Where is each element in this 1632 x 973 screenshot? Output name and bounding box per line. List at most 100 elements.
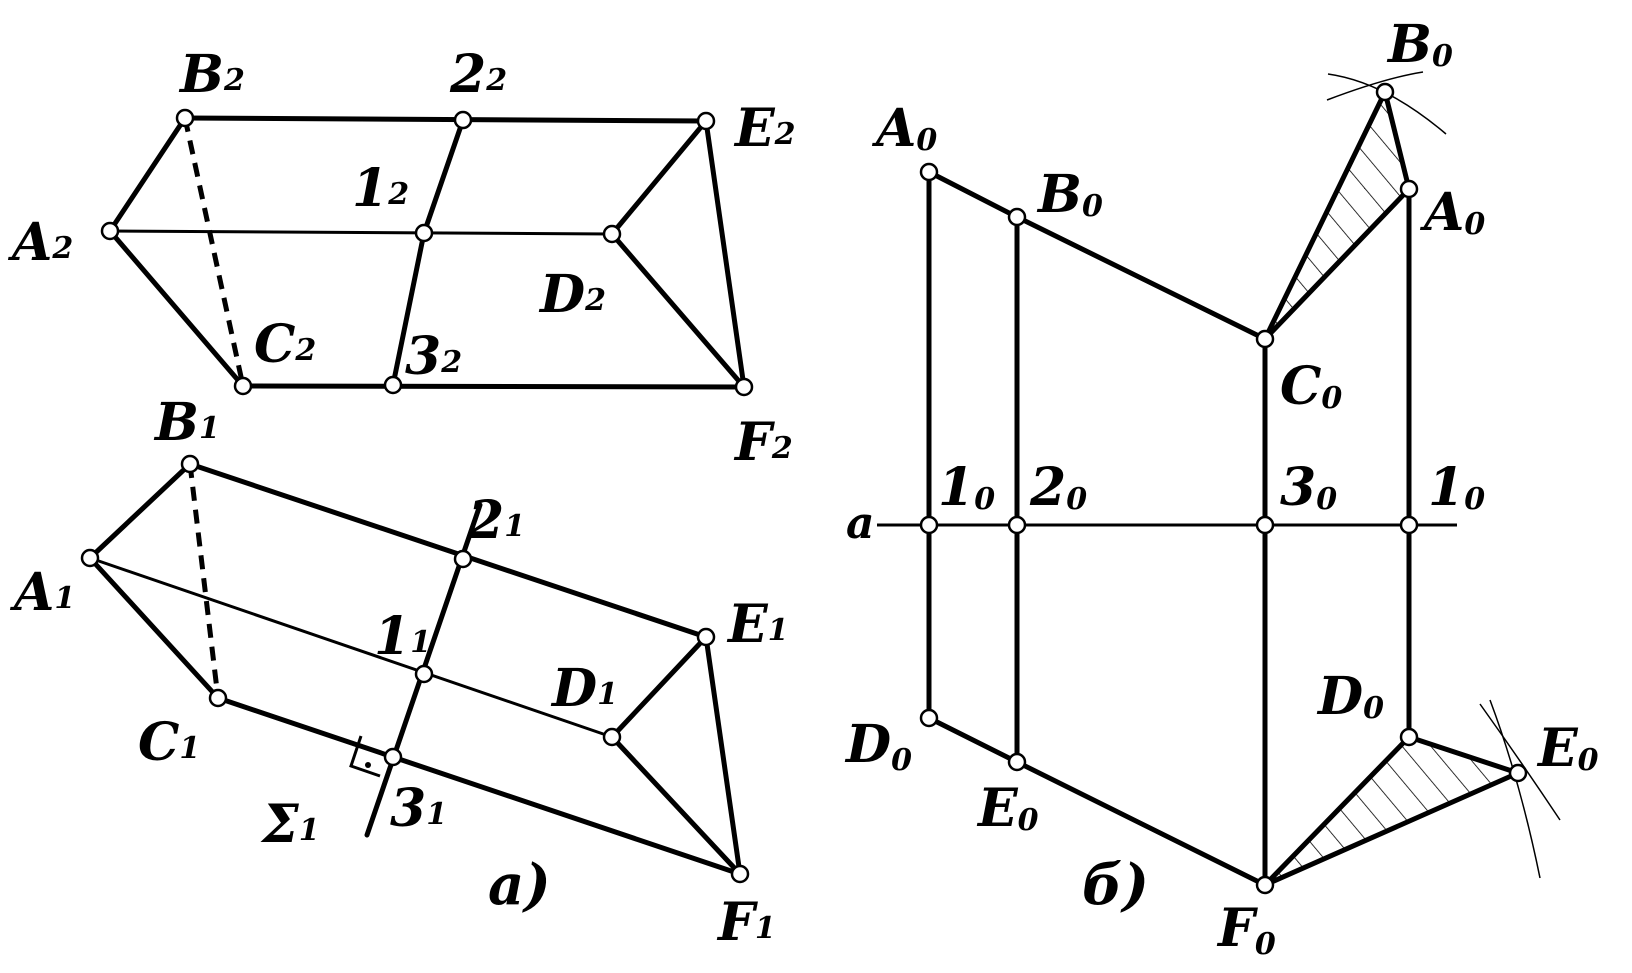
label-f1: F1 — [716, 892, 776, 953]
arc-top-2 — [1326, 71, 1424, 101]
line-c0-a0r — [1262, 186, 1412, 342]
label-32: 32 — [405, 326, 462, 387]
label-10-right: 10 — [1428, 457, 1485, 518]
point-11 — [414, 664, 434, 684]
point-e0-left — [1007, 752, 1027, 772]
edge-b1-c1-hidden — [187, 463, 221, 699]
caption-a: а) — [488, 852, 551, 918]
edge-a2-b2 — [107, 115, 188, 234]
point-c1 — [208, 688, 228, 708]
point-32 — [383, 375, 403, 395]
caption-b: б) — [1082, 852, 1149, 918]
point-21 — [453, 549, 473, 569]
line-f0-e0r — [1262, 770, 1521, 888]
right-angle-marker — [349, 735, 381, 778]
label-e0-left: E0 — [976, 778, 1039, 839]
point-30 — [1255, 515, 1275, 535]
label-d1: D1 — [550, 658, 618, 719]
label-d2: D2 — [538, 264, 606, 325]
label-b2: B2 — [178, 44, 245, 105]
hatched-face-bottom — [1263, 737, 1518, 885]
label-21: 21 — [467, 490, 525, 551]
point-a0-left — [919, 162, 939, 182]
label-d0-right: D0 — [1316, 666, 1384, 727]
point-f2 — [734, 377, 754, 397]
label-11: 11 — [374, 606, 431, 667]
point-b2 — [175, 108, 195, 128]
label-b0-left: B0 — [1036, 164, 1103, 225]
edge-a2-c2 — [107, 228, 246, 389]
line-d0r-e0r — [1406, 734, 1521, 776]
label-30: 30 — [1280, 457, 1337, 518]
edge-a1-b1 — [87, 461, 193, 561]
edge-b2-c2-hidden — [182, 117, 246, 387]
point-f1 — [730, 864, 750, 884]
point-c2 — [233, 376, 253, 396]
point-b0-left — [1007, 207, 1027, 227]
label-e2: E2 — [733, 98, 796, 159]
label-c0: C0 — [1280, 356, 1342, 417]
panel-a-top-view: B1 21 E1 A1 11 D1 C1 31 Σ1 F1 а) — [9, 392, 789, 953]
label-f2: F2 — [733, 412, 793, 473]
point-b0-top — [1375, 82, 1395, 102]
edge-a1-c1 — [87, 555, 221, 701]
label-10-left: 10 — [938, 457, 995, 518]
point-c0 — [1255, 329, 1275, 349]
panel-a-front-view: B2 22 E2 A2 12 D2 C2 32 F2 — [7, 44, 796, 473]
label-31: 31 — [390, 778, 447, 839]
label-22: 22 — [449, 44, 507, 105]
point-a1 — [80, 548, 100, 568]
arc-bottom-1 — [1479, 703, 1561, 821]
edge-d2-f2 — [609, 231, 747, 390]
edge-b2-e2 — [182, 115, 709, 124]
right-angle-dot — [365, 762, 371, 768]
label-sigma1: Σ1 — [260, 794, 320, 855]
point-a2 — [100, 221, 120, 241]
edge-c1-f1 — [215, 695, 743, 877]
label-f0: F0 — [1216, 898, 1276, 962]
point-20 — [1007, 515, 1027, 535]
edge-a1-d1 — [89, 556, 613, 739]
point-d0-right — [1399, 727, 1419, 747]
label-20: 20 — [1029, 457, 1087, 518]
arc-bottom-2 — [1489, 699, 1541, 879]
label-12: 12 — [352, 158, 409, 219]
edge-c2-f2 — [240, 383, 747, 390]
line-f0-d0r — [1262, 734, 1412, 888]
panel-b-development: a A0 B0 — [844, 14, 1599, 962]
label-a2: A2 — [7, 212, 73, 273]
point-a0-right — [1399, 179, 1419, 199]
point-10-right — [1399, 515, 1419, 535]
label-d0-left: D0 — [844, 714, 912, 778]
label-e1: E1 — [726, 594, 789, 655]
label-a0-right: A0 — [1419, 182, 1485, 243]
label-c2: C2 — [254, 314, 316, 375]
point-f0 — [1255, 875, 1275, 895]
point-d1 — [602, 727, 622, 747]
point-10-left — [919, 515, 939, 535]
line-b0top-a0r — [1382, 89, 1412, 192]
edge-d1-f1 — [609, 734, 743, 877]
label-e0-right: E0 — [1536, 718, 1599, 779]
label-b1: B1 — [153, 392, 220, 453]
label-a0-left: A0 — [871, 98, 937, 159]
label-a1: A1 — [9, 562, 75, 623]
label-b0-top: B0 — [1386, 14, 1453, 75]
point-12 — [414, 223, 434, 243]
edge-a2-d2 — [109, 229, 613, 236]
edge-e1-f1 — [703, 634, 743, 877]
point-e2 — [696, 111, 716, 131]
label-c1: C1 — [138, 712, 200, 773]
point-e1 — [696, 627, 716, 647]
section-1-3-front — [390, 230, 427, 388]
point-22 — [453, 110, 473, 130]
point-b1 — [180, 454, 200, 474]
label-axis-a: a — [846, 498, 875, 549]
hatched-face-top — [1265, 92, 1409, 339]
line-c0-b0top — [1262, 89, 1388, 342]
section-2-1-front — [421, 117, 466, 236]
edge-b1-e1 — [187, 461, 709, 640]
edge-d1-e1 — [609, 634, 709, 740]
point-e0-right — [1508, 763, 1528, 783]
